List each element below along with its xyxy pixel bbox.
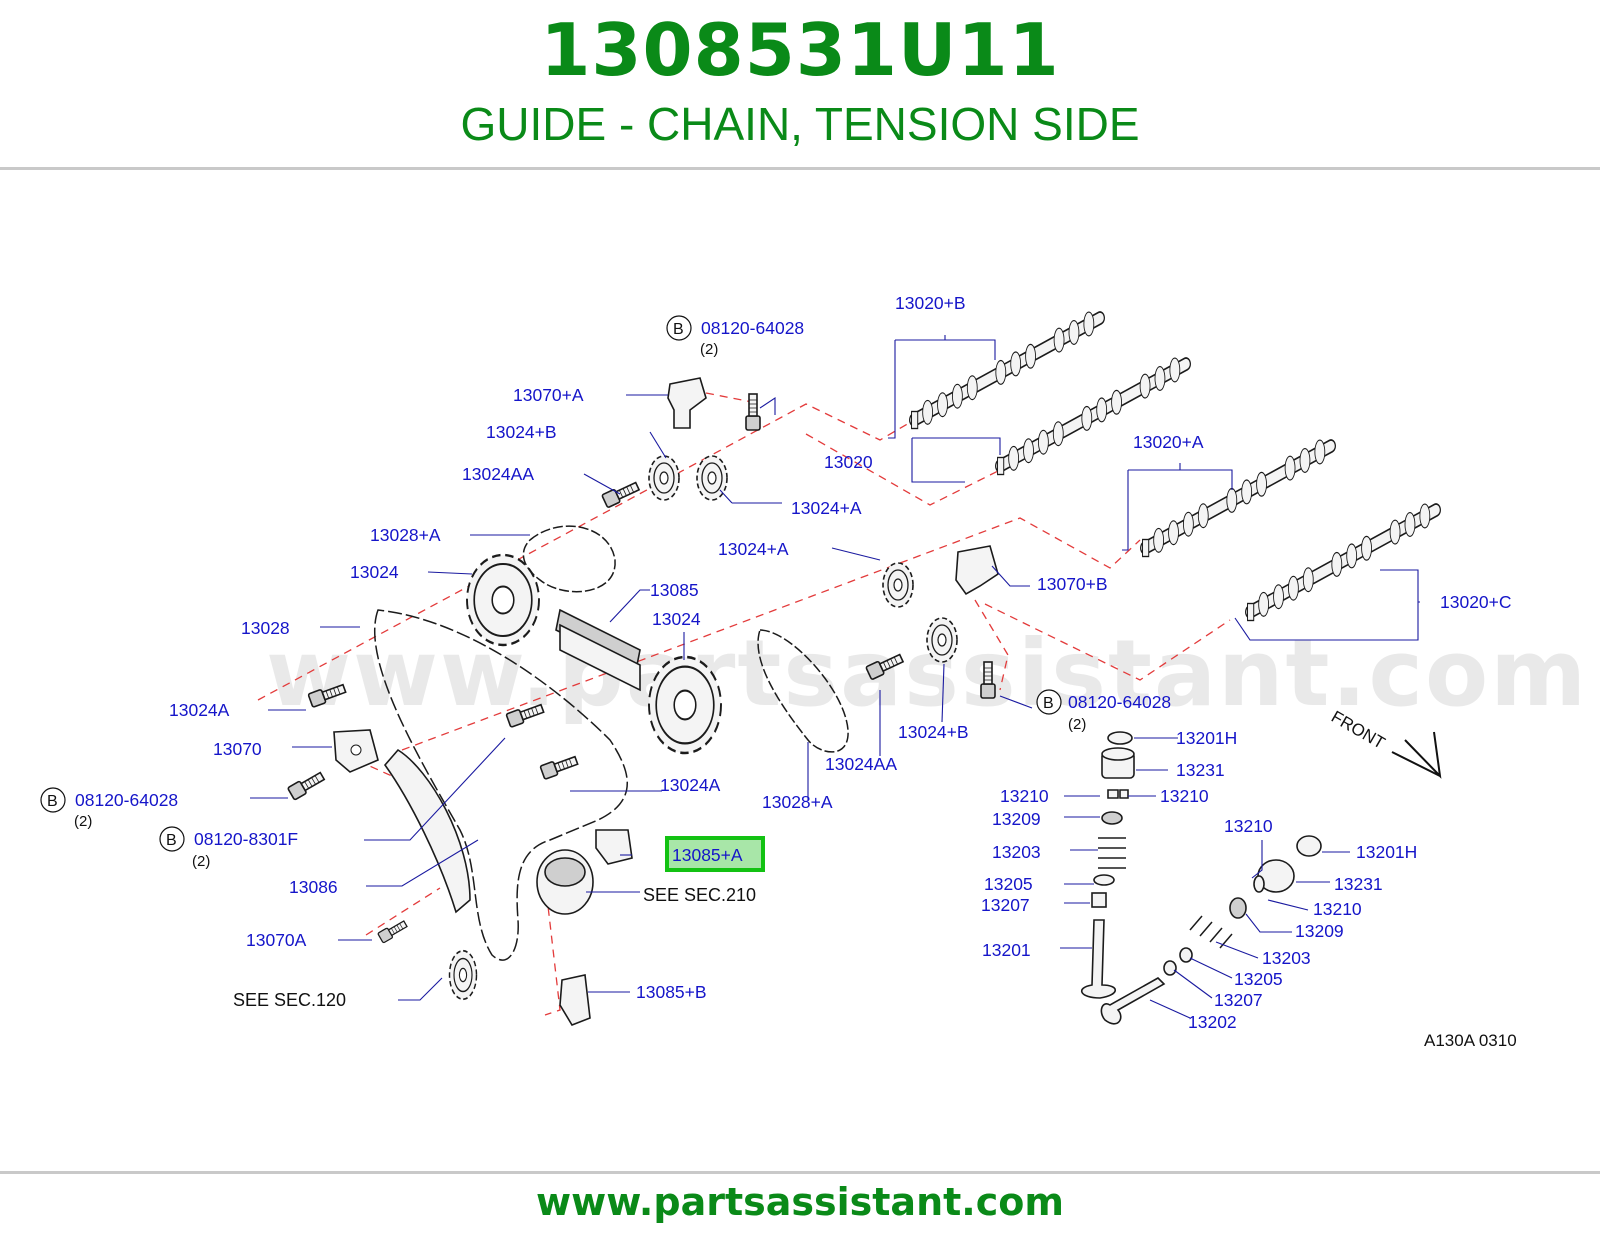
label-13210-d[interactable]: 13210 [1313,899,1362,919]
label-13070B[interactable]: 13070+B [1037,574,1108,594]
camshaft-13020C [1248,504,1436,620]
label-13024B-top[interactable]: 13024+B [486,422,557,442]
see-sec210: SEE SEC.210 [643,885,756,905]
svg-text:B: B [673,321,684,338]
label-13020A[interactable]: 13020+A [1133,432,1204,452]
b-marker-top: B [666,315,692,341]
label-13024A-plus-top[interactable]: 13024+A [791,498,862,518]
camshaft-13020 [998,358,1186,474]
label-13024AA-bottom[interactable]: 13024AA [825,754,897,774]
label-13024A-plus-mid[interactable]: 13024+A [718,539,789,559]
sprocket-13024-center [647,655,723,755]
label-13024A[interactable]: 13024A [169,700,230,720]
label-13203-a[interactable]: 13203 [992,842,1041,862]
label-13028A-bottom[interactable]: 13028+A [762,792,833,812]
tensioner-13070B [955,545,999,596]
label-13201[interactable]: 13201 [982,940,1031,960]
label-13024AA-top[interactable]: 13024AA [462,464,534,484]
label-13070A[interactable]: 13070A [246,930,307,950]
label-13070[interactable]: 13070 [213,739,262,759]
tensioner-13070 [333,729,379,773]
qty-right: (2) [1068,716,1086,733]
footer-url[interactable]: www.partsassistant.com [536,1180,1064,1224]
label-13210-a[interactable]: 13210 [1000,786,1049,806]
leader-lines [250,335,1420,1019]
qty-8301F: (2) [192,853,210,870]
label-13024A-2[interactable]: 13024A [660,775,721,795]
valve-train-lower [1100,835,1322,1025]
label-13024-center[interactable]: 13024 [652,609,701,629]
label-13207-a[interactable]: 13207 [981,895,1030,915]
chain-guide-13085B-part [559,974,591,1026]
label-08120-64028-left[interactable]: 08120-64028 [75,790,178,810]
part-labels: 13020+B 08120-64028 (2) 13070+A 13024+B … [74,293,1517,1050]
label-13231-a[interactable]: 13231 [1176,760,1225,780]
label-13231-b[interactable]: 13231 [1334,874,1383,894]
label-13024B-bottom[interactable]: 13024+B [898,722,969,742]
qty-top: (2) [700,341,718,358]
label-13209-a[interactable]: 13209 [992,809,1041,829]
chain-guide-13086 [383,748,471,914]
camshaft-13020B [912,312,1100,428]
label-13207-b[interactable]: 13207 [1214,990,1263,1010]
bolt-08120-64028-top [745,393,761,431]
bolt-13070A [377,918,409,944]
label-13085[interactable]: 13085 [650,580,699,600]
label-13202[interactable]: 13202 [1188,1012,1237,1032]
label-13020B[interactable]: 13020+B [895,293,966,313]
label-08120-8301F[interactable]: 08120-8301F [194,829,298,849]
part-number: 1308531U11 [540,8,1060,92]
label-13020[interactable]: 13020 [824,452,873,472]
label-13028A-top[interactable]: 13028+A [370,525,441,545]
part-title: GUIDE - CHAIN, TENSION SIDE [460,98,1140,150]
tensioner-sec210 [536,849,594,915]
svg-text:B: B [47,793,58,810]
label-13210-c[interactable]: 13210 [1224,816,1273,836]
label-08120-64028-top[interactable]: 08120-64028 [701,318,804,338]
label-13205-b[interactable]: 13205 [1234,969,1283,989]
footer-divider [0,1171,1600,1174]
svg-text:B: B [1043,695,1054,712]
chain-guide-13085 [555,608,641,692]
svg-text:B: B [166,832,177,849]
tensioner-13070A-top [667,377,707,429]
sprocket-crank-sec120 [448,949,478,1001]
chain-guide-13085A-part [595,829,633,865]
label-13086[interactable]: 13086 [289,877,338,897]
label-13024-left[interactable]: 13024 [350,562,399,582]
reference-code: A130A 0310 [1424,1031,1517,1050]
label-13085A-highlighted[interactable]: 13085+A [672,845,743,865]
b-marker-8301F: B [159,826,185,852]
see-sec120: SEE SEC.120 [233,990,346,1010]
sprocket-13024B-bottom [926,617,958,663]
label-13070A-plus[interactable]: 13070+A [513,385,584,405]
label-13201H-b[interactable]: 13201H [1356,842,1417,862]
sprocket-13024A-mid [882,562,914,608]
label-13085B[interactable]: 13085+B [636,982,707,1002]
label-08120-64028-right[interactable]: 08120-64028 [1068,692,1171,712]
bolt-13024A-2 [539,753,580,781]
sprocket-13024B-top [648,455,680,501]
label-13205-a[interactable]: 13205 [984,874,1033,894]
camshaft-13020A [1143,440,1331,556]
label-13028[interactable]: 13028 [241,618,290,638]
header-divider [0,167,1600,170]
qty-left: (2) [74,813,92,830]
label-13201H-a[interactable]: 13201H [1176,728,1237,748]
valve-train-upper [1080,731,1135,999]
label-13210-b[interactable]: 13210 [1160,786,1209,806]
label-13020C[interactable]: 13020+C [1440,592,1512,612]
b-marker-left: B [40,787,66,813]
b-marker-right: B [1036,689,1062,715]
label-13209-b[interactable]: 13209 [1295,921,1344,941]
bolt-08120-64028-left [286,769,327,801]
page-header: 1308531U11 GUIDE - CHAIN, TENSION SIDE [0,0,1600,168]
label-13203-b[interactable]: 13203 [1262,948,1311,968]
selected-part-highlight[interactable] [665,836,765,872]
timing-chains [373,525,849,961]
